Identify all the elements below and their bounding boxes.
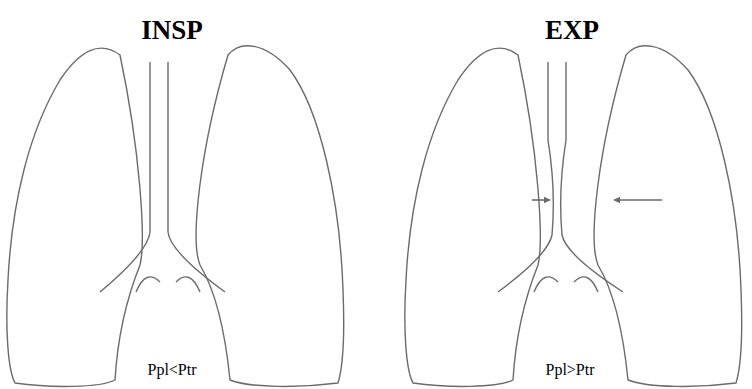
bronchus-arc xyxy=(534,277,558,292)
trachea-wall xyxy=(498,62,553,292)
right-lung xyxy=(594,46,741,387)
pressure-label: Ppl<Ptr xyxy=(147,362,196,378)
trachea-wall xyxy=(100,62,150,292)
bronchus-arc xyxy=(574,277,598,292)
panel-title: INSP xyxy=(141,17,203,44)
left-lung xyxy=(7,48,142,386)
pressure-label: Ppl>Ptr xyxy=(545,362,594,378)
compression-arrow xyxy=(532,199,550,201)
expiration-panel xyxy=(405,46,742,387)
compression-arrow xyxy=(614,199,662,201)
trachea-wall xyxy=(561,62,623,292)
inspiration-panel xyxy=(7,46,344,387)
bronchus-arc xyxy=(136,277,160,292)
panel-title: EXP xyxy=(545,17,599,44)
bronchus-arc xyxy=(176,277,200,292)
left-lung xyxy=(405,48,540,386)
trachea-wall xyxy=(168,62,225,292)
right-lung xyxy=(196,46,343,387)
